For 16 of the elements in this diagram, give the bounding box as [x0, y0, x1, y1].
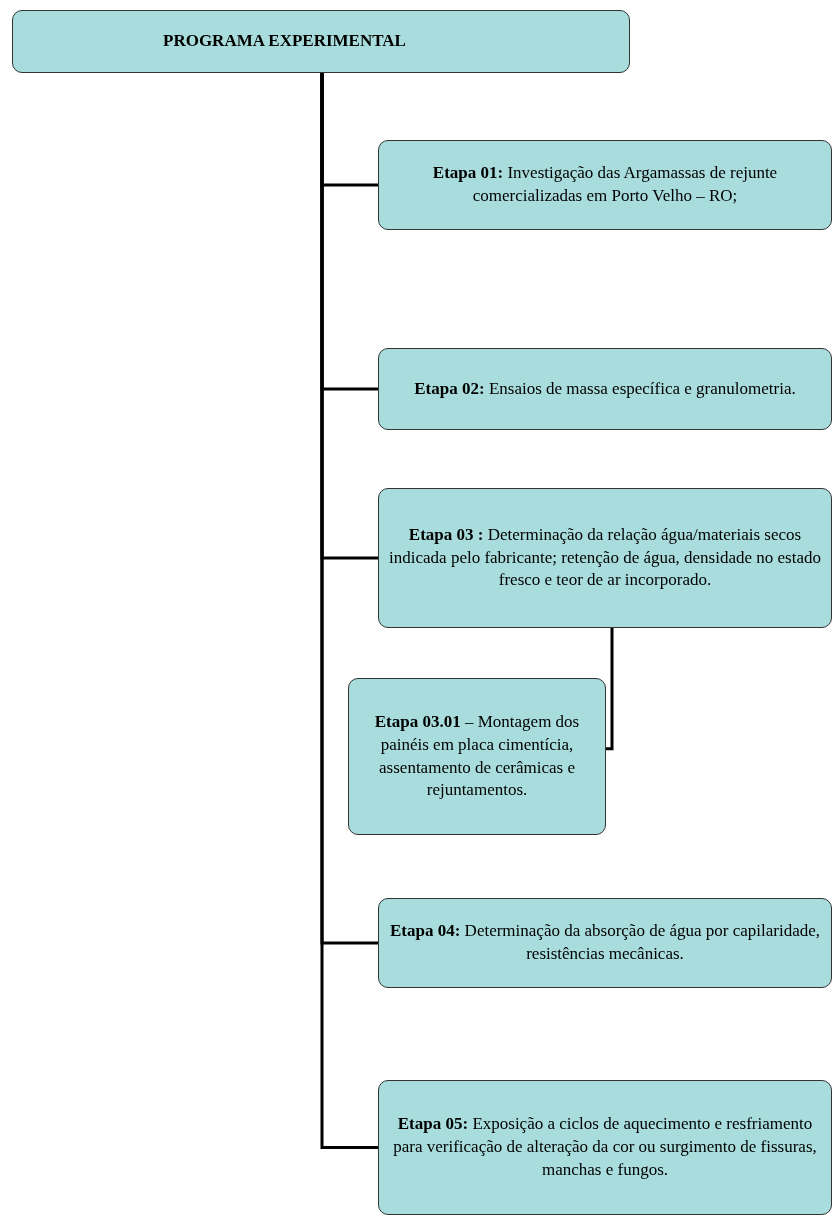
step-box [378, 348, 832, 430]
step-box [378, 488, 832, 628]
step-box [378, 140, 832, 230]
step-box [378, 898, 832, 988]
heading-label: PROGRAMA EXPERIMENTAL [163, 30, 406, 53]
step-description: Etapa 03.01 – Montagem dos painéis em placa cimentícia, assentamento de cerâmicas e rejuntamentos. [373, 710, 581, 802]
step-box [378, 1080, 832, 1215]
step-description: Etapa 01: Investigação das Argamassas de rejunte comercializadas em Porto Velho – RO; [431, 162, 779, 207]
step-description: Etapa 05: Exposição a ciclos de aquecimento e resfriamento para verificação de alteração da cor ou surgimento de fissuras, manchas e fungos. [392, 1113, 818, 1181]
connector-line [606, 628, 614, 751]
step-description: Etapa 03 : Determinação da relação água/materiais secos indicada pelo fabricante; retenção de água, densidade no estado fresco e teor de ar incorporado. [388, 523, 822, 592]
step-description: Etapa 02: Ensaios de massa específica e granulometria. [414, 377, 796, 400]
step-box [348, 678, 606, 835]
connector-line [320, 73, 378, 1149]
step-description: Etapa 04: Determinação da absorção de água por capilaridade, resistências mecânicas. [389, 920, 821, 965]
title-box [12, 10, 630, 73]
